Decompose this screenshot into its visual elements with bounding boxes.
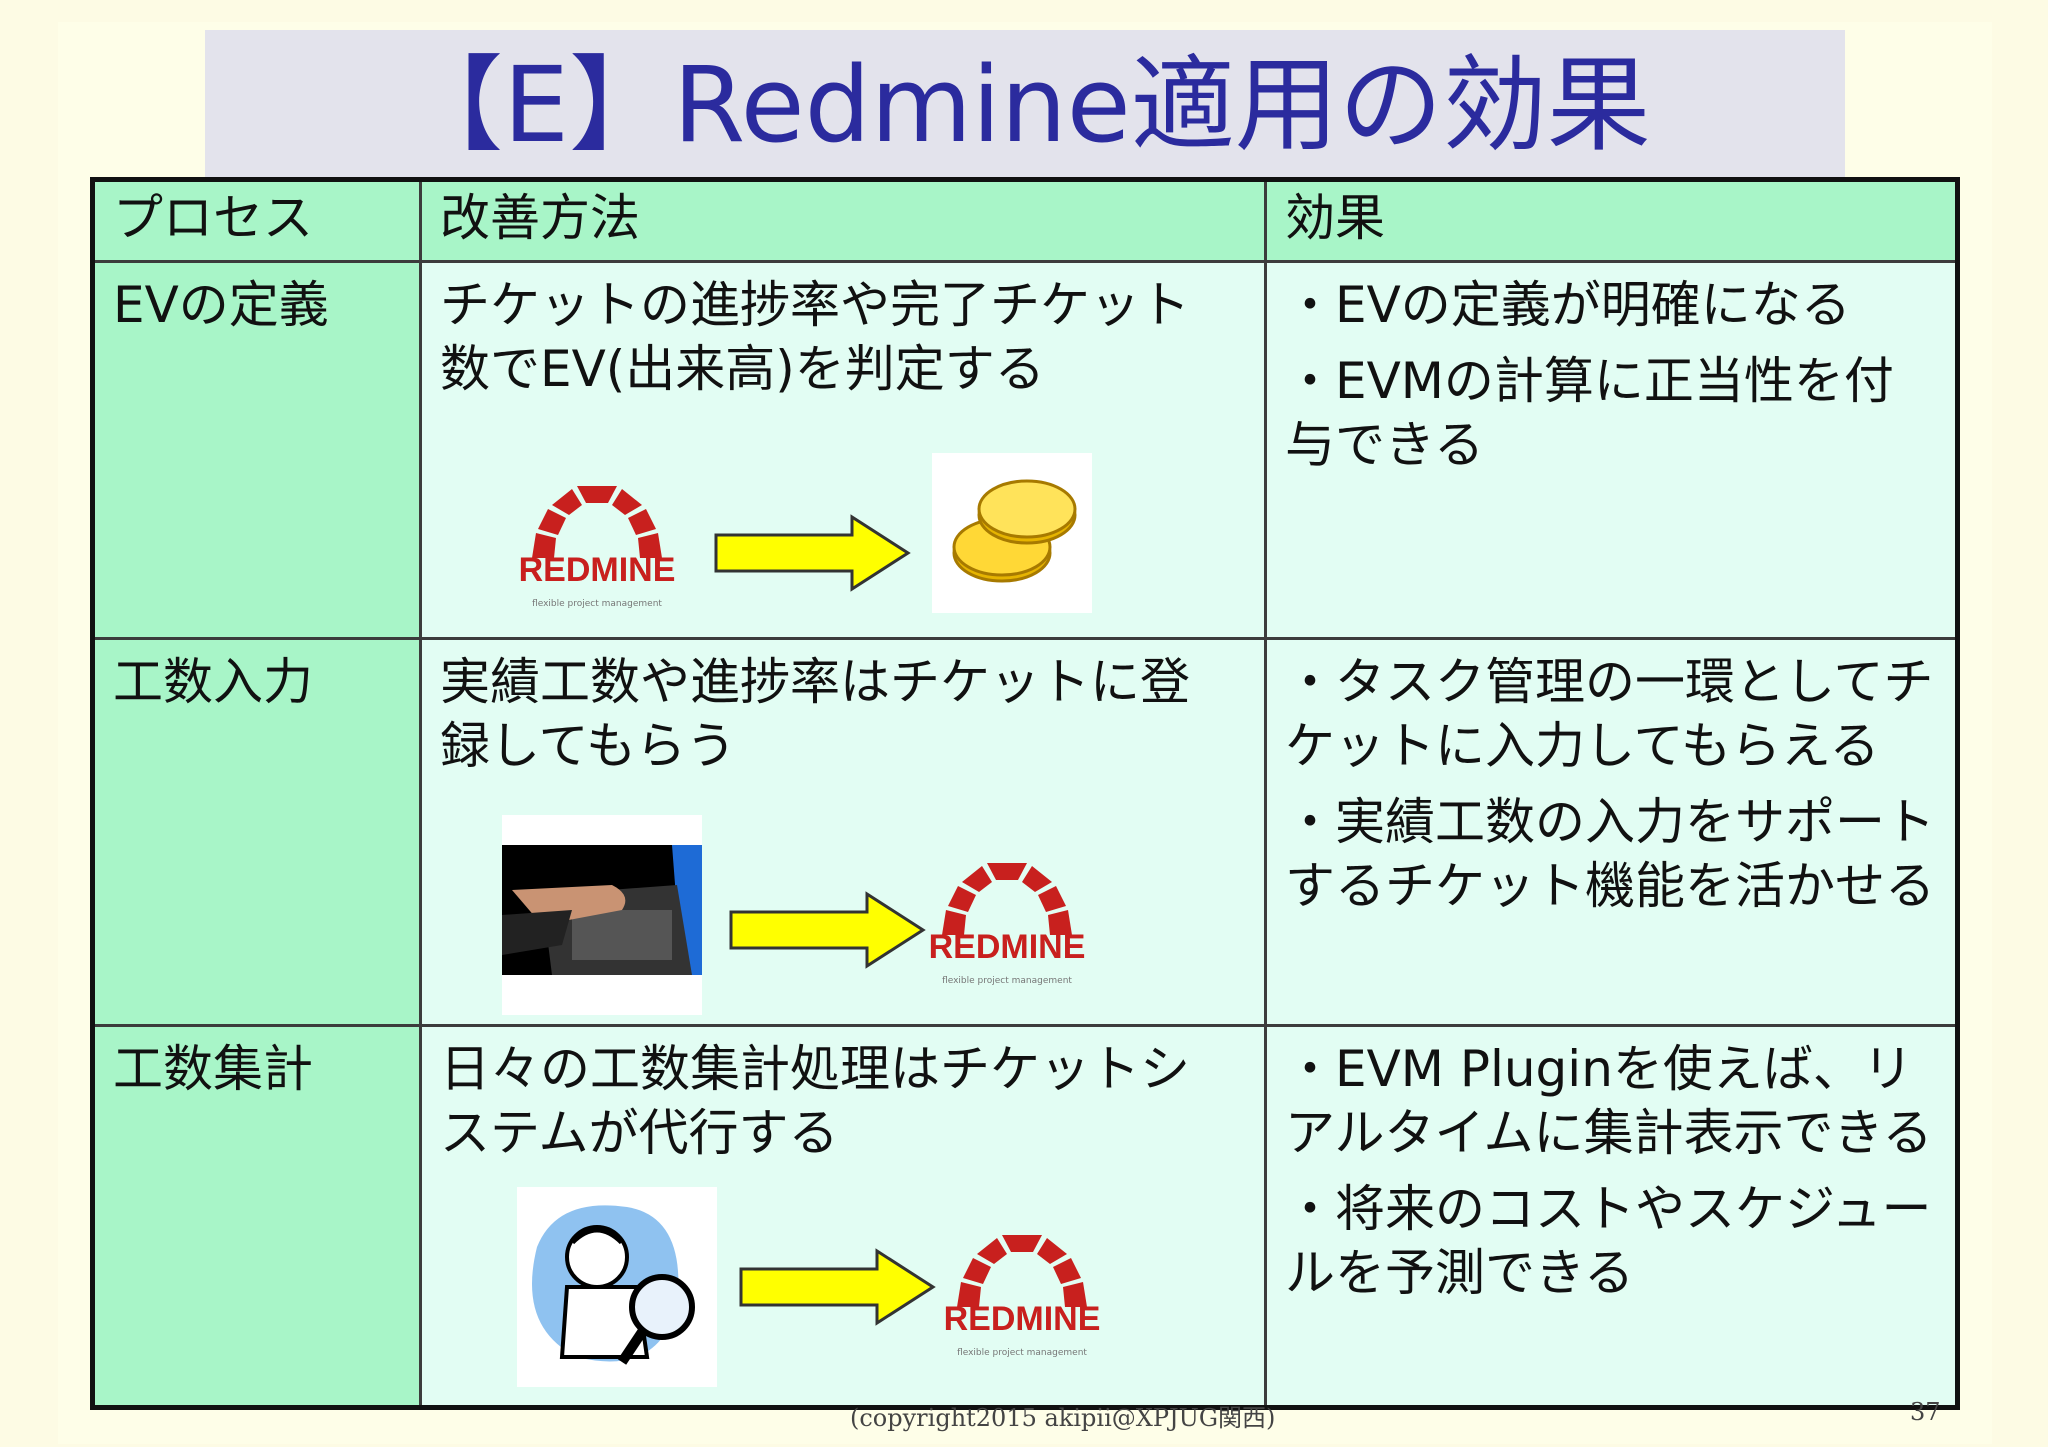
redmine-logo: REDMINE flexible project management	[922, 840, 1092, 990]
table-header-row: プロセス 改善方法 効果	[91, 178, 1959, 263]
gold-coins-icon	[952, 479, 1077, 583]
method-text: 日々の工数集計処理はチケットシステムが代行する	[440, 1040, 1190, 1162]
process-cell: 工数入力	[91, 637, 422, 1027]
magnifying-glass-icon	[532, 1205, 695, 1365]
process-cell: EVの定義	[91, 260, 422, 640]
table-row: 工数入力 実績工数や進捗率はチケットに登録してもらう	[91, 637, 1959, 1027]
effects-table: プロセス 改善方法 効果 EVの定義 チケットの進捗率や完了チケット数でEV(出…	[90, 177, 1960, 1410]
table-row: 工数集計 日々の工数集計処理はチケットシステムが代行する	[91, 1024, 1959, 1409]
method-text: チケットの進捗率や完了チケット数でEV(出来高)を判定する	[440, 276, 1190, 398]
header-effect: 効果	[1264, 178, 1959, 263]
redmine-logo: REDMINE flexible project management	[937, 1212, 1107, 1362]
method-text: 実績工数や進捗率はチケットに登録してもらう	[440, 653, 1190, 775]
effect-item: ・実績工数の入力をサポートするチケット機能を活かせる	[1285, 793, 1935, 915]
method-cell: 日々の工数集計処理はチケットシステムが代行する	[419, 1024, 1267, 1409]
table-row: EVの定義 チケットの進捗率や完了チケット数でEV(出来高)を判定する REDM…	[91, 260, 1959, 640]
effect-cell: ・EVの定義が明確になる ・EVMの計算に正当性を付与できる	[1264, 260, 1959, 640]
effect-cell: ・タスク管理の一環としてチケットに入力してもらえる ・実績工数の入力をサポートす…	[1264, 637, 1959, 1027]
laptop-typing-image	[502, 815, 702, 1015]
right-arrow-icon	[739, 1248, 936, 1326]
header-method: 改善方法	[419, 178, 1267, 263]
redmine-tagline: flexible project management	[532, 599, 662, 609]
laptop-icon	[502, 845, 702, 975]
redmine-arch-icon: REDMINE	[944, 1235, 1101, 1338]
effect-cell: ・EVM Pluginを使えば、リアルタイムに集計表示できる ・将来のコストやス…	[1264, 1024, 1959, 1409]
slide-title: 【E】Redmine適用の効果	[399, 44, 1651, 166]
redmine-arch-icon: REDMINE	[519, 486, 676, 589]
redmine-logo: REDMINE flexible project management	[512, 463, 682, 609]
process-cell: 工数集計	[91, 1024, 422, 1409]
page-number: 37	[1910, 1398, 1941, 1426]
svg-text:REDMINE: REDMINE	[929, 928, 1086, 960]
coins-image	[932, 453, 1092, 613]
effect-item: ・EVM Pluginを使えば、リアルタイムに集計表示できる	[1285, 1040, 1933, 1162]
right-arrow-icon	[729, 891, 926, 969]
title-band	[205, 30, 1845, 180]
redmine-tagline: flexible project management	[942, 976, 1072, 986]
effect-item: ・タスク管理の一環としてチケットに入力してもらえる	[1285, 653, 1934, 775]
redmine-tagline: flexible project management	[957, 1348, 1087, 1358]
footer-copyright: (copyright2015 akipii@XPJUG関西)	[850, 1404, 1276, 1432]
effect-item: ・EVMの計算に正当性を付与できる	[1285, 352, 1894, 474]
svg-text:REDMINE: REDMINE	[519, 551, 676, 583]
method-cell: 実績工数や進捗率はチケットに登録してもらう	[419, 637, 1267, 1027]
redmine-arch-icon: REDMINE	[929, 863, 1086, 966]
effect-item: ・EVの定義が明確になる	[1285, 276, 1851, 334]
svg-text:REDMINE: REDMINE	[944, 1300, 1101, 1332]
effect-item: ・将来のコストやスケジュールを予測できる	[1285, 1180, 1932, 1302]
method-cell: チケットの進捗率や完了チケット数でEV(出来高)を判定する REDMINE	[419, 260, 1267, 640]
right-arrow-icon	[714, 514, 911, 592]
header-process: プロセス	[91, 178, 422, 263]
magnifier-person-image	[517, 1187, 717, 1387]
